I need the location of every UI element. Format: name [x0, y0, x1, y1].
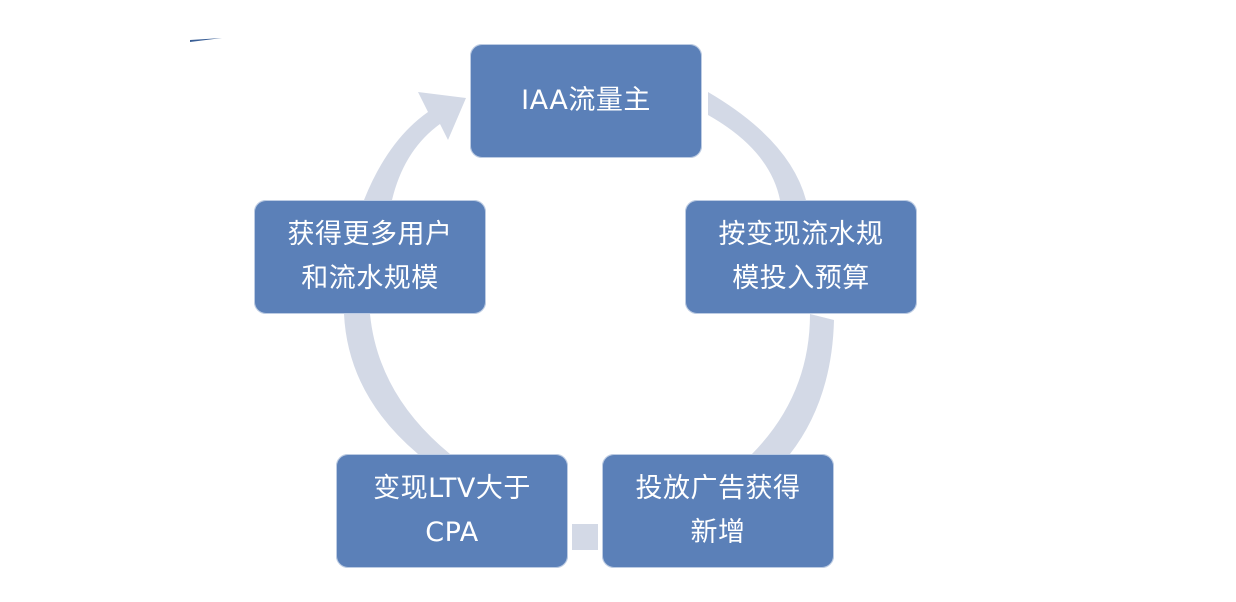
cycle-node-budget: 按变现流水规 模投入预算	[685, 200, 917, 314]
corner-decoration	[190, 38, 222, 42]
cycle-node-iaa-publisher: IAA流量主	[470, 44, 702, 158]
cycle-node-label: 按变现流水规 模投入预算	[718, 219, 884, 294]
cycle-node-ltv-cpa: 变现LTV大于 CPA	[336, 454, 568, 568]
connector-node0-to-node1	[708, 92, 806, 200]
cycle-node-label: IAA流量主	[521, 85, 651, 116]
connector-node3-to-node4	[344, 314, 450, 454]
cycle-node-label: 获得更多用户 和流水规模	[287, 219, 453, 294]
connector-node1-to-node2	[752, 314, 834, 454]
cycle-node-growth: 获得更多用户 和流水规模	[254, 200, 486, 314]
connector-node2-to-node3	[572, 524, 598, 550]
connector-node4-to-node0-arrow	[364, 92, 466, 200]
cycle-node-ad-acquisition: 投放广告获得 新增	[602, 454, 834, 568]
cycle-node-label: 投放广告获得 新增	[635, 473, 801, 548]
cycle-node-label: 变现LTV大于 CPA	[373, 473, 531, 548]
